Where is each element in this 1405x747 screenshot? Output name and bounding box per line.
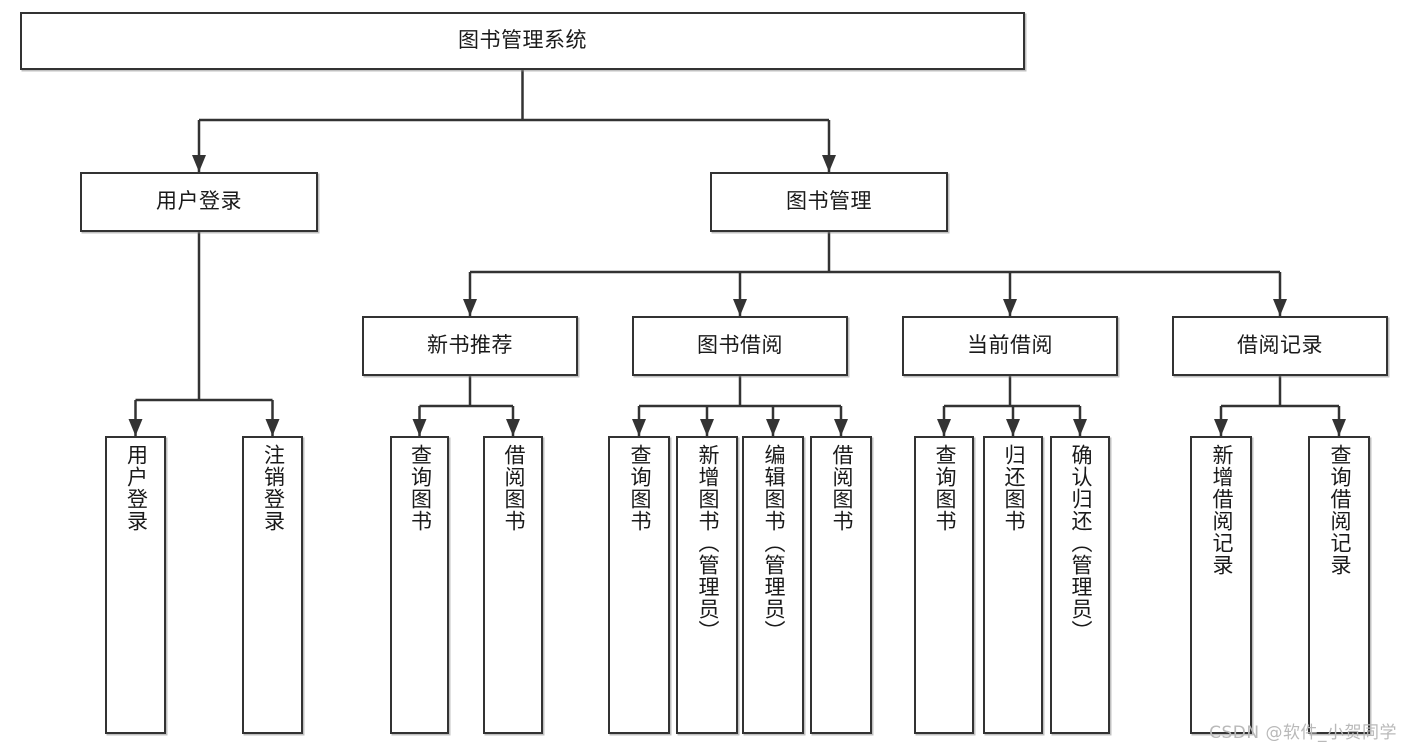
node-current-borrow[interactable]: 当前借阅: [902, 316, 1118, 376]
node-leaf-user-login[interactable]: 用户登录: [105, 436, 166, 734]
arrowhead-book-borrow: [733, 299, 747, 316]
node-label-leaf-add-book: 新增图书（管理员）: [695, 444, 720, 642]
arrowhead-leaf-add-book: [700, 419, 714, 436]
node-label-book-borrow: 图书借阅: [697, 333, 783, 358]
node-label-current-borrow: 当前借阅: [967, 333, 1053, 358]
node-label-leaf-return-book: 归还图书: [1001, 444, 1026, 532]
node-label-leaf-user-login: 用户登录: [124, 444, 149, 532]
node-leaf-borrow-book-2[interactable]: 借阅图书: [810, 436, 872, 734]
arrowhead-borrow-record: [1273, 299, 1287, 316]
node-user-login[interactable]: 用户登录: [80, 172, 318, 232]
node-label-leaf-edit-book: 编辑图书（管理员）: [761, 444, 786, 642]
arrowhead-current-borrow: [1003, 299, 1017, 316]
node-leaf-return-book[interactable]: 归还图书: [983, 436, 1043, 734]
arrowhead-leaf-query-record: [1332, 419, 1346, 436]
node-borrow-record[interactable]: 借阅记录: [1172, 316, 1388, 376]
watermark: CSDN @软件_小贺同学: [1209, 723, 1397, 743]
arrowhead-leaf-query-book-2: [632, 419, 646, 436]
node-root[interactable]: 图书管理系统: [20, 12, 1025, 70]
arrowhead-user-login: [192, 155, 206, 172]
arrowhead-leaf-add-record: [1214, 419, 1228, 436]
node-leaf-query-book-2[interactable]: 查询图书: [608, 436, 670, 734]
arrowhead-leaf-borrow-book-1: [506, 419, 520, 436]
node-label-root: 图书管理系统: [458, 28, 587, 53]
node-label-leaf-borrow-book-1: 借阅图书: [501, 444, 526, 532]
node-leaf-logout[interactable]: 注销登录: [242, 436, 303, 734]
node-leaf-query-record[interactable]: 查询借阅记录: [1308, 436, 1370, 734]
node-leaf-borrow-book-1[interactable]: 借阅图书: [483, 436, 543, 734]
node-leaf-query-book-3[interactable]: 查询图书: [914, 436, 974, 734]
node-label-leaf-confirm-return: 确认归还（管理员）: [1068, 444, 1093, 642]
node-book-borrow[interactable]: 图书借阅: [632, 316, 848, 376]
arrowhead-leaf-query-book-1: [412, 419, 427, 436]
node-label-user-login: 用户登录: [156, 189, 242, 214]
arrowhead-book-mgmt: [822, 155, 836, 172]
node-leaf-query-book-1[interactable]: 查询图书: [390, 436, 449, 734]
node-label-leaf-query-book-2: 查询图书: [627, 444, 652, 532]
node-label-new-book-rec: 新书推荐: [427, 333, 513, 358]
arrowhead-leaf-borrow-book-2: [834, 419, 848, 436]
node-label-leaf-add-record: 新增借阅记录: [1209, 444, 1234, 576]
arrowhead-leaf-query-book-3: [937, 419, 951, 436]
node-leaf-add-book[interactable]: 新增图书（管理员）: [676, 436, 738, 734]
node-label-leaf-query-record: 查询借阅记录: [1327, 444, 1352, 576]
node-label-leaf-query-book-3: 查询图书: [932, 444, 957, 532]
node-leaf-add-record[interactable]: 新增借阅记录: [1190, 436, 1252, 734]
node-label-leaf-query-book-1: 查询图书: [408, 444, 433, 532]
node-new-book-rec[interactable]: 新书推荐: [362, 316, 578, 376]
arrowhead-leaf-return-book: [1006, 419, 1020, 436]
arrowhead-leaf-confirm-return: [1073, 419, 1087, 436]
arrowhead-leaf-edit-book: [766, 419, 780, 436]
node-label-leaf-borrow-book-2: 借阅图书: [829, 444, 854, 532]
arrowhead-leaf-logout: [265, 419, 280, 436]
node-leaf-confirm-return[interactable]: 确认归还（管理员）: [1050, 436, 1110, 734]
arrowhead-new-book-rec: [463, 299, 477, 316]
node-book-mgmt[interactable]: 图书管理: [710, 172, 948, 232]
node-label-book-mgmt: 图书管理: [786, 189, 872, 214]
arrowhead-leaf-user-login: [128, 419, 143, 436]
node-label-borrow-record: 借阅记录: [1237, 333, 1323, 358]
node-leaf-edit-book[interactable]: 编辑图书（管理员）: [742, 436, 804, 734]
node-label-leaf-logout: 注销登录: [261, 444, 286, 532]
